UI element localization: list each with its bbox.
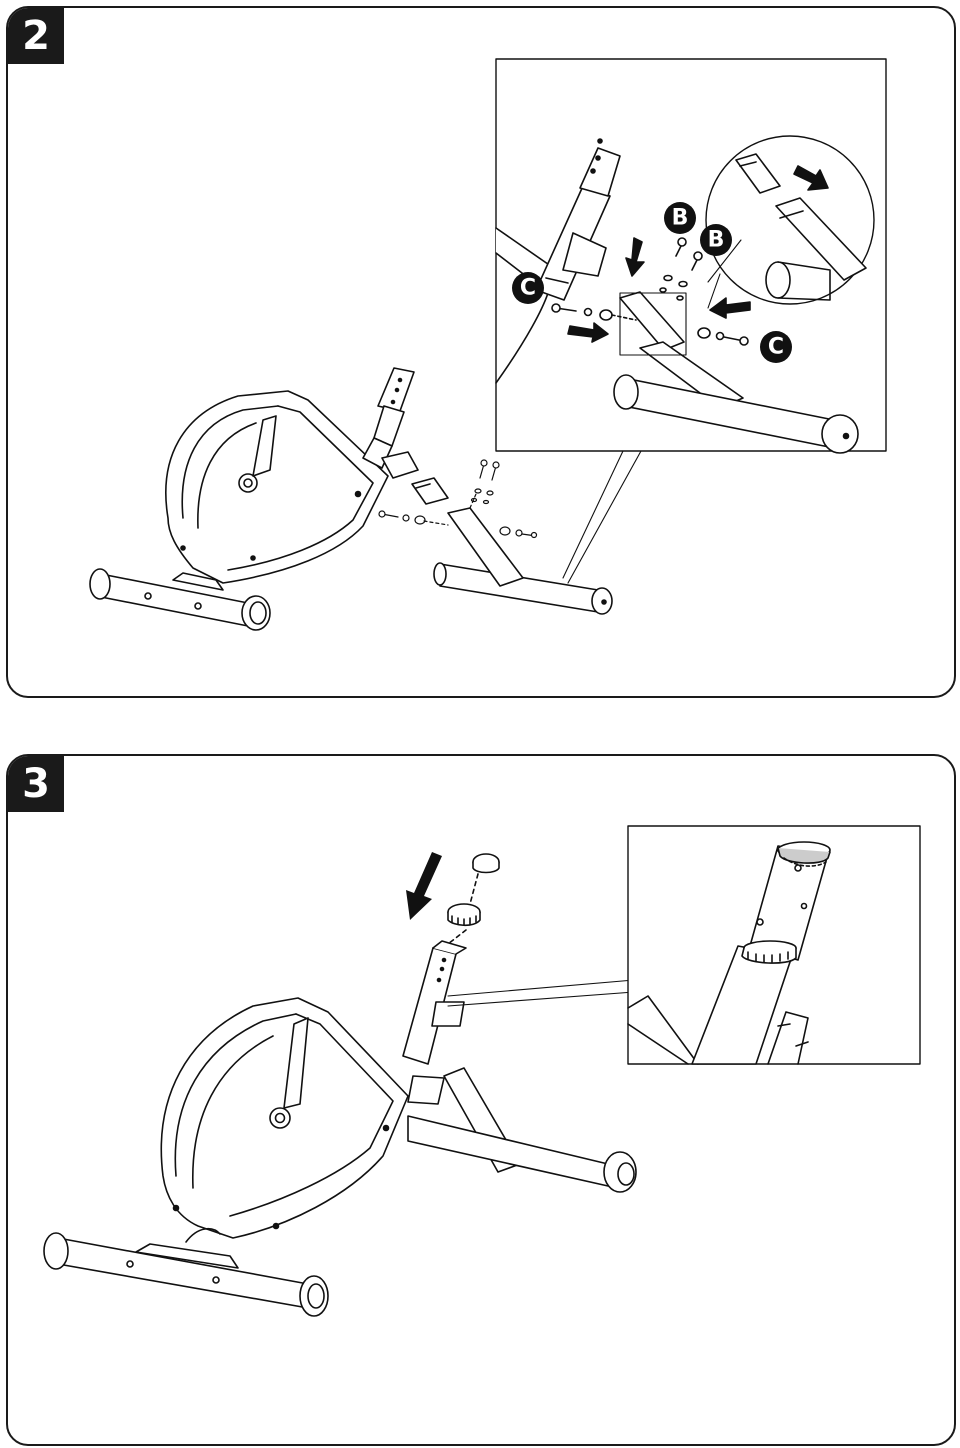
step-2-panel: 2 xyxy=(6,6,956,698)
arrow-icon xyxy=(625,237,645,277)
detail-inset-step-2 xyxy=(495,58,887,454)
seat-post-cap-and-collar xyxy=(447,853,500,945)
part-label-b: B xyxy=(664,202,696,234)
step-3-panel: 3 xyxy=(6,754,956,1446)
bike-front-stabilizer xyxy=(407,1067,637,1193)
arrow-icon xyxy=(709,297,751,319)
arrow-icon xyxy=(567,322,609,343)
callout-leader-line xyxy=(447,991,635,1007)
exploded-hardware-step-2 xyxy=(378,459,538,539)
part-label-c: C xyxy=(512,272,544,304)
step-number-badge: 2 xyxy=(8,8,64,64)
arrow-icon xyxy=(793,165,829,191)
bike-flywheel-housing xyxy=(165,390,389,584)
down-arrow-icon xyxy=(406,852,442,920)
step-number-badge: 3 xyxy=(8,756,64,812)
bike-flywheel-housing xyxy=(160,997,409,1239)
part-label-b: B xyxy=(700,224,732,256)
bike-rear-stabilizer xyxy=(43,1227,329,1317)
bike-seat-post xyxy=(402,940,467,1105)
svg-text:B: B xyxy=(672,206,689,231)
callout-leader-line xyxy=(567,450,642,584)
bike-front-stabilizer xyxy=(411,477,613,615)
callout-leader-line xyxy=(562,450,624,579)
step-2-illustration: B B C C xyxy=(89,58,887,631)
callout-leader-line xyxy=(447,979,635,997)
svg-text:C: C xyxy=(768,335,784,360)
bike-seat-post-stub xyxy=(362,367,419,479)
svg-text:C: C xyxy=(520,276,536,301)
part-label-c: C xyxy=(760,331,792,363)
detail-inset-step-3 xyxy=(627,825,921,1065)
svg-text:B: B xyxy=(708,228,725,253)
step-3-illustration xyxy=(43,825,921,1317)
bike-rear-stabilizer xyxy=(89,568,271,631)
